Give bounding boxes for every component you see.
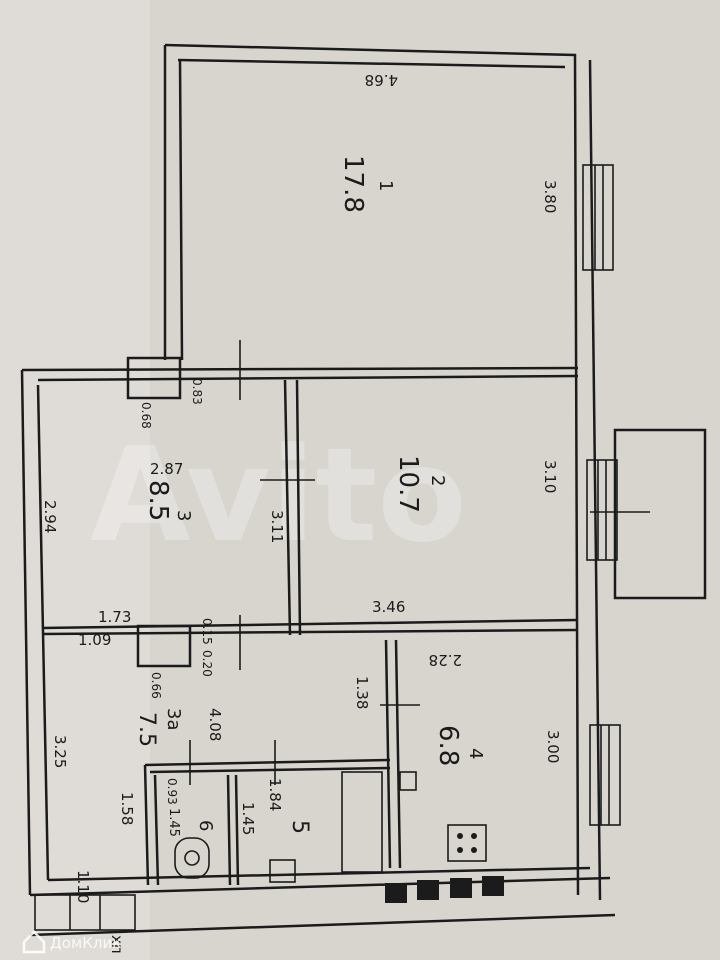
room3-width: 2.87 [150, 460, 183, 478]
room2-width: 3.46 [372, 598, 405, 616]
windows [582, 164, 621, 826]
interior-walls [21, 340, 579, 886]
dim-0-68: 0.68 [139, 402, 153, 429]
dim-0-66: 0.66 [149, 672, 163, 699]
dim-0-15: 0.15 [200, 618, 214, 645]
room2-area: 10.7 [393, 455, 423, 513]
dim-0-83: 0.83 [190, 378, 204, 405]
fixtures [34, 771, 504, 931]
wc-length: 1.45 [166, 808, 181, 837]
kitchen-length: 3.00 [544, 730, 562, 763]
dim-0-20: 0.20 [200, 650, 214, 677]
bath-number: 5 [287, 820, 312, 834]
hall-area: 7.5 [134, 712, 159, 747]
house-icon [22, 930, 46, 954]
hall-number: 3a [163, 708, 184, 730]
outer-walls [20, 43, 616, 937]
stove [447, 824, 487, 862]
avito-watermark: Avito [90, 419, 467, 571]
room1-width: 4.68 [365, 71, 398, 89]
kitchen-width: 2.28 [429, 651, 462, 669]
toilet-bowl [184, 850, 200, 866]
room3-number: 3 [173, 510, 194, 521]
hall-length: 4.08 [206, 708, 224, 741]
bath-width: 1.84 [266, 778, 284, 811]
room3-length: 2.94 [41, 500, 59, 533]
room1-number: 1 [375, 180, 396, 191]
kitchen-sink [399, 771, 417, 791]
sink [269, 859, 296, 883]
wc-number: 6 [195, 820, 216, 831]
kitchen-number: 4 [465, 748, 486, 759]
hall-dim-1-09: 1.09 [78, 631, 111, 649]
hall-dim-1-73: 1.73 [98, 608, 131, 626]
hall-width: 3.25 [51, 735, 69, 768]
room3-area: 8.5 [143, 480, 173, 521]
toilet [174, 837, 210, 879]
bath-length: 1.45 [239, 802, 257, 835]
domclick-logo: ДомКлик [22, 930, 121, 954]
balcony [613, 428, 707, 600]
kitchen-dim-1-38: 1.38 [353, 676, 371, 709]
bathtub [341, 771, 383, 873]
room1-area: 17.8 [338, 155, 368, 213]
kitchen-area: 6.8 [433, 725, 463, 766]
ventilation-grilles [385, 876, 504, 903]
domclick-text: ДомКлик [50, 934, 121, 952]
room1-length: 3.80 [541, 180, 559, 213]
room2-length: 3.10 [541, 460, 559, 493]
room3-wall-length: 3.11 [268, 510, 286, 543]
entrance-block [34, 894, 136, 931]
paper-margin [0, 0, 150, 960]
wc-width: 0.93 [165, 778, 179, 805]
hall-dim-1-10: 1.10 [74, 870, 92, 903]
hall-dim-1-58: 1.58 [118, 792, 136, 825]
corner-label: хп [108, 935, 126, 954]
room2-number: 2 [427, 475, 448, 486]
